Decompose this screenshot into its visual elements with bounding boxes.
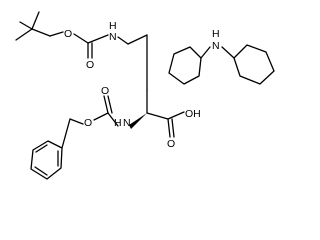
structure-canvas: O O H N OH O H N O O H N <box>15 11 275 180</box>
boc-group <box>15 11 109 59</box>
boc-amine-nitrogen: N <box>109 31 117 43</box>
carboxylic-acid <box>146 111 185 138</box>
boc-amine-hydrogen: H <box>109 20 117 32</box>
dicyclohexylamine <box>168 44 275 85</box>
boc-carbonyl-oxygen: O <box>86 59 94 71</box>
acid-carbonyl-oxygen: O <box>167 138 175 150</box>
side-chain <box>117 34 148 114</box>
benzene-ring <box>30 140 63 180</box>
cbz-amine-nitrogen: N <box>123 117 131 129</box>
cbz-ester-oxygen: O <box>84 117 92 129</box>
dicyclohexylamine-nitrogen: N <box>212 40 220 52</box>
cyclohexyl-ring-right <box>233 44 275 85</box>
boc-ester-oxygen: O <box>64 28 72 40</box>
cbz-amine-hydrogen: H <box>114 117 122 129</box>
cbz-group <box>61 95 119 149</box>
dicyclohexylamine-hydrogen: H <box>212 28 220 40</box>
chemical-structure: O O H N OH O H N O O H N <box>15 11 275 180</box>
cyclohexyl-ring-left <box>168 46 202 85</box>
cbz-carbonyl-oxygen: O <box>101 85 109 97</box>
stereo-wedge-bond <box>129 113 147 129</box>
acid-hydroxyl: OH <box>185 108 201 120</box>
